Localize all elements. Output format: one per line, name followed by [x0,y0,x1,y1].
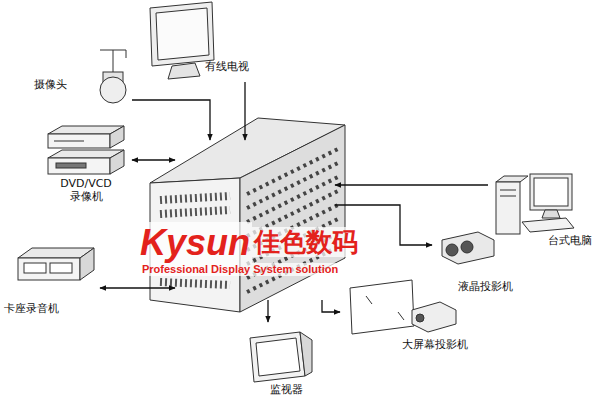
desktop-pc-icon [496,174,574,234]
signal-cable [100,287,175,288]
matrix-switcher-icon-part [160,210,230,214]
watermark-brand-cn: 佳色数码 [252,227,360,257]
device-label: 卡座录音机 [4,302,59,315]
camera-device: 摄像头 [30,42,132,106]
dvd-vcd-icon-part [56,163,86,168]
signal-cable [335,184,488,185]
lcd-projector-icon-part [446,244,458,256]
monitor-icon-part [250,332,305,382]
dvd-vcd-icon [48,126,124,174]
cassette-deck: 卡座录音机 [4,236,100,318]
dvd-vcd-icon-part [48,134,110,148]
lcd-projector-icon-part [461,241,473,253]
signal-cable [132,100,210,140]
desktop-pc-icon-part [534,178,568,206]
matrix-switcher-icon-part [240,125,345,312]
device-label: 摄像头 [34,78,67,91]
screen-projector: 大屏幕投影机 [340,272,480,354]
lcd-projector: 液晶投影机 [432,222,526,296]
desktop-pc-icon-part [496,182,520,234]
device-label: DVD/VCD 录像机 [56,177,116,203]
watermark-slogan: Professional Display System solution [140,263,340,276]
monitor-device: 监视器 [240,322,318,398]
device-label: 有线电视 [205,60,249,73]
desktop-pc-icon-part [522,218,574,232]
desktop-pc-icon-part [530,174,572,210]
signal-cable [244,82,245,140]
lcd-projector-icon [442,232,494,264]
cassette-deck-icon [18,248,94,280]
cassette-deck-icon-part [24,263,46,273]
camera-icon-part [100,50,126,72]
dvd-vcd-device: DVD/VCD 录像机 [40,115,132,209]
monitor-icon-part [300,332,312,376]
device-label: 台式电脑 [548,234,592,247]
signal-cable [322,300,340,312]
device-label: 大屏幕投影机 [402,338,468,351]
matrix-switcher-icon [150,118,345,312]
monitor-icon-part [256,338,300,376]
device-label: 液晶投影机 [458,280,513,293]
projection-screen-icon-part [366,296,404,320]
camera-icon-part [100,77,126,103]
matrix-switcher [175,140,335,300]
desktop-pc-icon-part [500,190,516,191]
cassette-deck-icon-part [80,248,94,280]
desktop-pc-icon-part [500,196,516,197]
projection-screen-icon [350,280,456,334]
tv-icon [150,2,214,79]
desktop-pc-icon-part [542,210,560,218]
projection-screen-icon-part [412,302,456,332]
dvd-vcd-icon-part [110,126,124,148]
signal-cable [267,300,268,322]
dvd-vcd-icon-part [48,158,110,174]
camera-icon [100,50,126,103]
matrix-switcher-icon-part [160,282,230,285]
projection-screen-icon-part [350,280,414,334]
projection-screen-icon-part [416,314,424,322]
tv-icon-part [168,63,200,79]
cassette-deck-icon-part [50,263,72,273]
dvd-vcd-icon-part [54,141,84,142]
tv-device: 有线电视 [145,2,263,82]
monitor-icon [250,332,312,382]
watermark-brand: Kysun [138,222,252,263]
matrix-switcher-icon-part [160,196,230,200]
device-label: 监视器 [270,383,303,396]
lcd-projector-icon-part [442,232,494,264]
tv-icon-part [156,8,209,60]
cassette-deck-icon-part [18,258,80,280]
desktop-pc-icon-part [496,176,528,182]
desktop-pc: 台式电脑 [488,168,596,250]
tv-icon-part [150,2,214,66]
signal-cable [132,159,175,160]
dvd-vcd-icon-part [110,150,124,174]
